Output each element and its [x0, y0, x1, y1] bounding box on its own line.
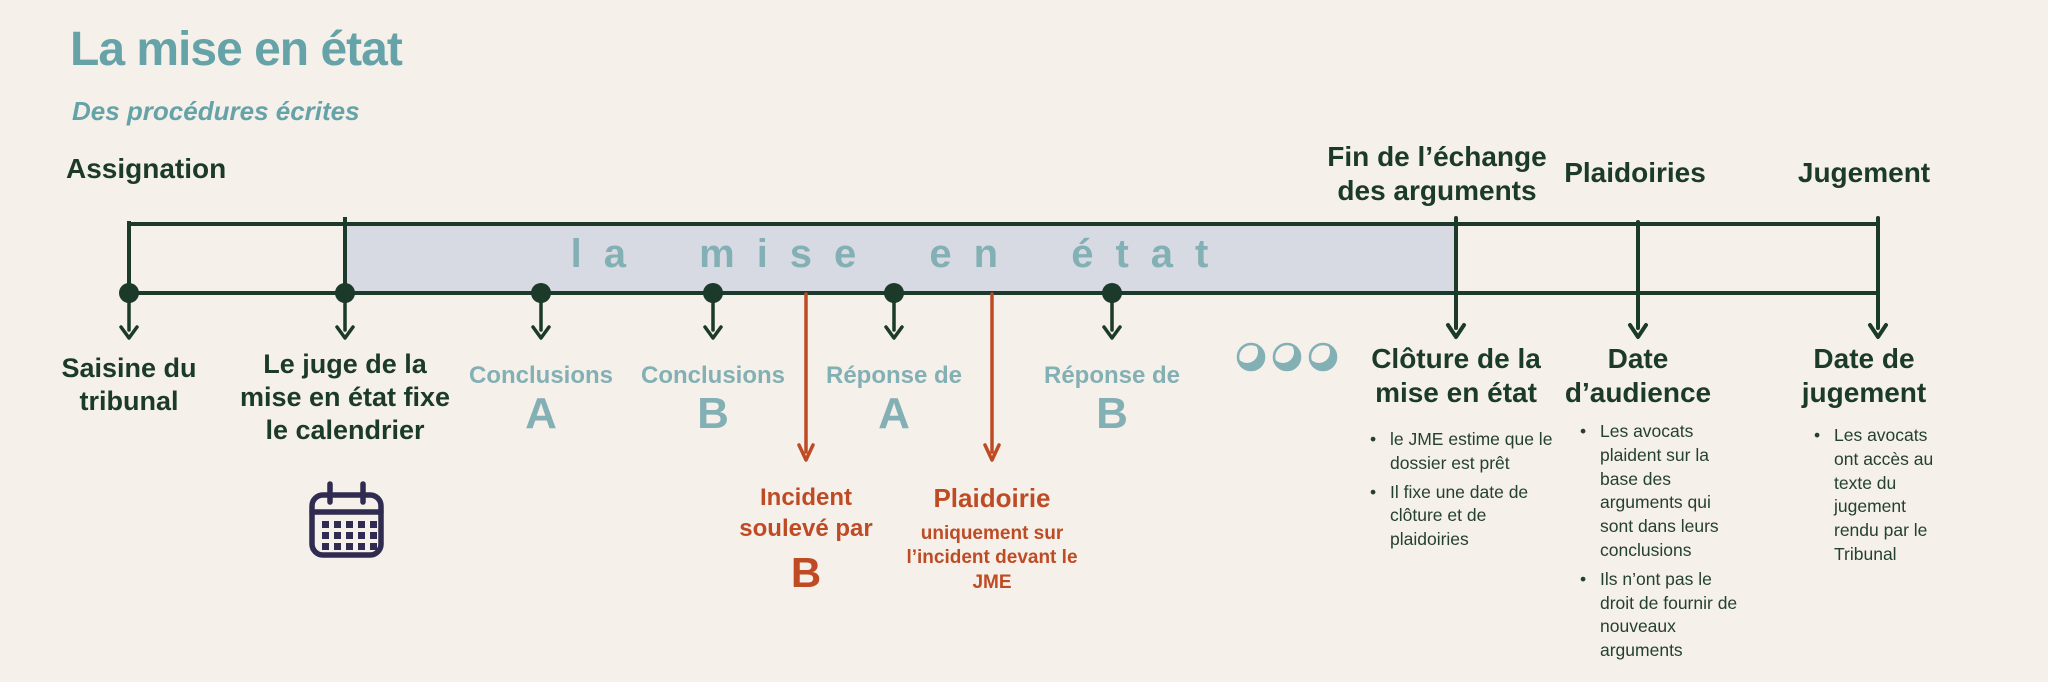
event-juge: Le juge de la mise en état fixe le calen…	[239, 349, 451, 445]
milestone-bullets-audience: Les avocats plaident sur la base des arg…	[1578, 420, 1746, 668]
calendar-icon	[309, 481, 384, 558]
incident-title: Plaidoirie	[933, 483, 1051, 513]
milestone-line-audience	[1628, 220, 1648, 339]
event-label: Réponse de	[1043, 362, 1181, 389]
party-letter: B	[1096, 389, 1128, 438]
event-conclusions-a: Conclusions A	[451, 362, 631, 436]
party-letter: B	[697, 389, 729, 438]
incident-arrow-plaidoirie	[983, 292, 1001, 462]
bullet-item: Les avocats plaident sur la base des arg…	[1578, 420, 1746, 563]
event-reponse-b: Réponse de B	[1022, 362, 1202, 436]
ellipsis-circles-icon	[1236, 341, 1338, 372]
top-label-plaidoiries: Plaidoiries	[1564, 157, 1706, 188]
milestone-bullets-jugement: Les avocats ont accès au texte du jugeme…	[1812, 424, 1942, 572]
band-label: la mise en état	[570, 232, 1231, 276]
milestone-title-audience: Date d’audience	[1564, 343, 1712, 409]
top-label-assignation: Assignation	[66, 153, 227, 184]
incident-title: Incident soulevé par	[739, 484, 873, 543]
incident-party: B	[790, 549, 822, 597]
milestone-title-jugement: Date de jugement	[1801, 343, 1927, 409]
incident-arrows	[797, 292, 1001, 462]
bullet-item: le JME estime que le dossier est prêt	[1368, 428, 1560, 476]
event-dot-juge	[335, 283, 355, 340]
milestone-line-jugement	[1868, 216, 1888, 339]
event-conclusions-b: Conclusions B	[623, 362, 803, 436]
incident-detail: uniquement sur l’incident devant le JME	[906, 522, 1078, 594]
event-label: Conclusions	[468, 362, 613, 389]
event-dot-saisine	[119, 283, 139, 340]
event-dot-reponse-b	[1102, 283, 1122, 340]
event-label: Réponse de	[825, 362, 963, 389]
bullet-item: Les avocats ont accès au texte du jugeme…	[1812, 424, 1942, 567]
top-label-jugement: Jugement	[1797, 157, 1931, 188]
event-dot-conclusions-b	[703, 283, 723, 340]
milestone-line-cloture	[1446, 216, 1466, 339]
mise-en-etat-band	[345, 224, 1456, 293]
incident-souleve: Incident soulevé par B	[724, 482, 889, 594]
event-dot-reponse-a	[884, 283, 904, 340]
bullet-item: Ils n’ont pas le droit de fournir de nou…	[1578, 568, 1746, 663]
bullet-item: Il fixe une date de clôture et de plaido…	[1368, 481, 1560, 552]
milestone-lines	[1446, 216, 1888, 339]
top-label-fin-echange: Fin de l’échange des arguments	[1327, 141, 1547, 206]
event-label: Conclusions	[640, 362, 785, 389]
incident-plaidoirie: Plaidoirie uniquement sur l’incident dev…	[892, 482, 1092, 596]
incident-arrow-b	[797, 292, 815, 462]
milestone-title-cloture: Clôture de la mise en état	[1371, 343, 1541, 409]
event-dots-and-arrows	[119, 283, 1122, 340]
event-dot-conclusions-a	[531, 283, 551, 340]
event-reponse-a: Réponse de A	[804, 362, 984, 436]
page-title: La mise en état	[70, 23, 403, 76]
party-letter: A	[525, 389, 557, 438]
party-letter: A	[878, 389, 910, 438]
page-subtitle: Des procédures écrites	[72, 96, 360, 126]
event-saisine: Saisine du tribunal	[61, 353, 197, 416]
milestone-bullets-cloture: le JME estime que le dossier est prêt Il…	[1368, 428, 1560, 557]
